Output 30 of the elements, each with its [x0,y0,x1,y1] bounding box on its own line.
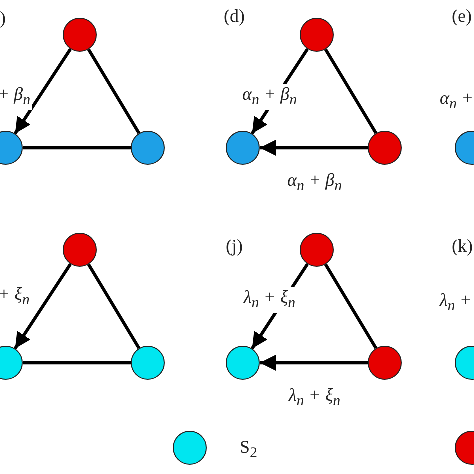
connector-line [324,48,378,134]
arrow [260,355,368,371]
connector-line [23,361,131,365]
node-circle [368,346,402,380]
panel-label: ) [0,8,6,28]
arrow [260,140,368,156]
node-circle [300,233,334,267]
arrow [14,263,72,350]
formula-text: λ$_{n}$ + [440,290,472,317]
connector-line [324,264,378,350]
edge-label: α$_{n}$ + β$_{n}$ [242,84,298,110]
node-circle [226,131,260,165]
edge-label: λ$_{n}$ + ξ$_{n}$ [243,286,297,314]
node-circle [63,18,97,52]
node-circle [368,131,402,165]
connector-line [87,48,141,134]
legend-label: S$_{2}$ [240,437,258,464]
node-circle [226,346,260,380]
panel-label: (j) [226,236,243,256]
connector-line [23,146,131,150]
formula-text: α$_{n}$ + [440,88,474,115]
panel-label: (k) [452,236,473,256]
connector-line [87,264,141,350]
node-circle [131,346,165,380]
node-circle [63,233,97,267]
panel-label: (d) [224,6,245,26]
panel-label: (e) [452,6,472,26]
arrow [14,48,72,135]
node-circle [131,131,165,165]
node-circle [300,18,334,52]
